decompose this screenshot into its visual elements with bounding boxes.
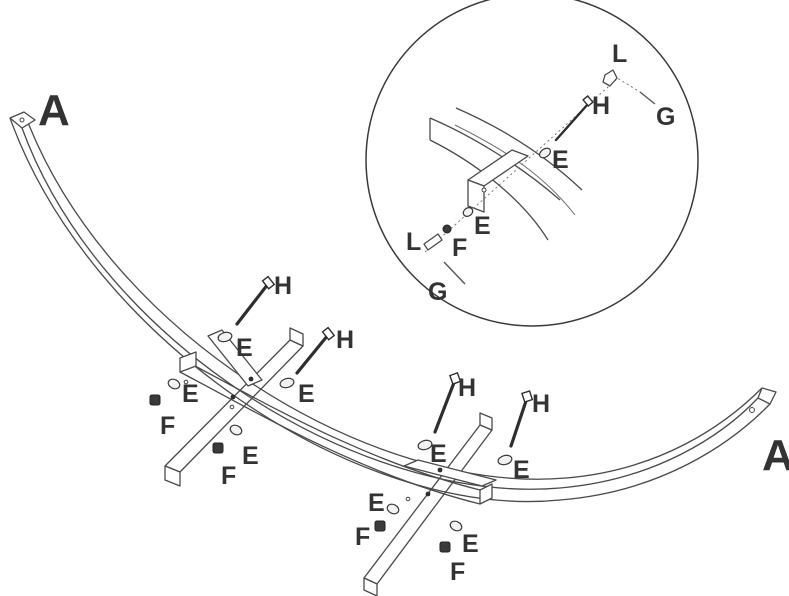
bolt-1 bbox=[235, 282, 270, 326]
label-nut-4: F bbox=[450, 558, 465, 586]
detail-label-L-top: L bbox=[612, 40, 627, 68]
bolt-3 bbox=[433, 378, 457, 434]
label-bolt-3: H bbox=[458, 374, 476, 402]
arc-beam-2-left-end bbox=[179, 351, 197, 373]
detail-label-H: H bbox=[592, 92, 610, 120]
detail-label-F: F bbox=[452, 234, 467, 262]
hardware bbox=[149, 275, 534, 553]
beam-hole-5 bbox=[183, 379, 189, 385]
nut-4 bbox=[439, 541, 451, 553]
washer-5 bbox=[417, 439, 433, 451]
bolt-3-head bbox=[448, 371, 462, 385]
label-washer-7: E bbox=[368, 489, 385, 517]
washer-1 bbox=[217, 331, 233, 343]
label-washer-2: E bbox=[298, 380, 315, 408]
arc-beam-right-hole bbox=[749, 407, 755, 413]
left-leg-top bbox=[289, 327, 304, 347]
detail-block-hole bbox=[481, 187, 487, 193]
main-labels: A A H H H H E E E E E E E E F F F F bbox=[38, 86, 789, 586]
bolt-2 bbox=[295, 333, 330, 375]
label-nut-1: F bbox=[160, 412, 175, 440]
detail-circle bbox=[365, 0, 699, 327]
arc-beam-outer-top bbox=[9, 117, 771, 503]
washer-4 bbox=[229, 424, 243, 436]
washer-6 bbox=[497, 454, 513, 466]
arc-beam-2-bottom bbox=[179, 371, 481, 505]
washer-7 bbox=[386, 503, 400, 515]
detail-bolt-head bbox=[582, 95, 594, 107]
bolt-2-head bbox=[321, 326, 336, 341]
beam-hole-6 bbox=[405, 496, 411, 502]
upper-block-right bbox=[403, 459, 497, 487]
detail-beam-upper-2 bbox=[455, 107, 583, 191]
detail-washer-top bbox=[538, 147, 552, 159]
bolt-4 bbox=[509, 396, 529, 448]
label-bolt-2: H bbox=[336, 326, 354, 354]
label-frame-right: A bbox=[762, 431, 789, 480]
detail-beam-lower bbox=[429, 139, 549, 241]
detail-label-L-bottom: L bbox=[406, 228, 421, 256]
label-washer-3: E bbox=[182, 380, 199, 408]
detail-support-face bbox=[467, 179, 485, 213]
detail-rod-bottom bbox=[443, 261, 466, 285]
washer-2 bbox=[279, 377, 295, 389]
beam-hole-1 bbox=[248, 376, 254, 382]
detail-axis-rod-top bbox=[613, 75, 641, 93]
arc-beam-right-end bbox=[757, 387, 777, 405]
washer-3 bbox=[167, 378, 181, 390]
left-leg-end bbox=[164, 465, 181, 487]
nut-3 bbox=[374, 520, 386, 532]
detail-nut bbox=[442, 224, 452, 234]
nut-2 bbox=[212, 442, 224, 454]
label-washer-8: E bbox=[462, 530, 479, 558]
bolt-4-head bbox=[521, 390, 534, 403]
arc-beam-outer-bottom bbox=[21, 127, 759, 490]
detail-label-E-bottom: E bbox=[474, 212, 491, 240]
right-leg-top bbox=[479, 412, 493, 431]
detail-rod-top bbox=[639, 91, 656, 105]
label-frame-left: A bbox=[38, 86, 70, 135]
detail-bolt-shaft bbox=[554, 102, 590, 142]
beam-hole-3 bbox=[437, 467, 443, 473]
detail-wrench-top bbox=[602, 69, 618, 87]
detail-beam-upper bbox=[429, 117, 561, 201]
detail-label-G-bottom: G bbox=[428, 278, 447, 306]
washer-8 bbox=[449, 520, 463, 532]
nut-1 bbox=[149, 394, 161, 406]
label-nut-2: F bbox=[221, 462, 236, 490]
label-bolt-1: H bbox=[274, 272, 292, 300]
label-washer-5: E bbox=[430, 440, 447, 468]
bolt-1-head bbox=[261, 275, 276, 290]
detail-wrench-bottom bbox=[423, 233, 443, 251]
beam-hole-4 bbox=[425, 491, 431, 497]
beam-hole-2 bbox=[230, 394, 236, 400]
beam-hole-7 bbox=[229, 404, 235, 410]
detail-label-G-top: G bbox=[656, 103, 675, 131]
label-nut-3: F bbox=[355, 523, 370, 551]
label-washer-4: E bbox=[242, 442, 259, 470]
detail-view: L G H E E F L G bbox=[365, 0, 699, 327]
label-washer-1: E bbox=[236, 334, 253, 362]
detail-label-E-top: E bbox=[552, 146, 569, 174]
label-washer-6: E bbox=[513, 456, 530, 484]
arc-beam-left-hole bbox=[19, 117, 25, 123]
arc-beam-2-right-end bbox=[479, 483, 493, 505]
upper-block-left bbox=[207, 329, 263, 387]
label-bolt-4: H bbox=[532, 390, 550, 418]
main-frame bbox=[9, 111, 777, 596]
detail-washer-bottom bbox=[462, 207, 474, 217]
arc-beam-2-top bbox=[179, 357, 481, 491]
right-leg-end bbox=[363, 577, 378, 596]
